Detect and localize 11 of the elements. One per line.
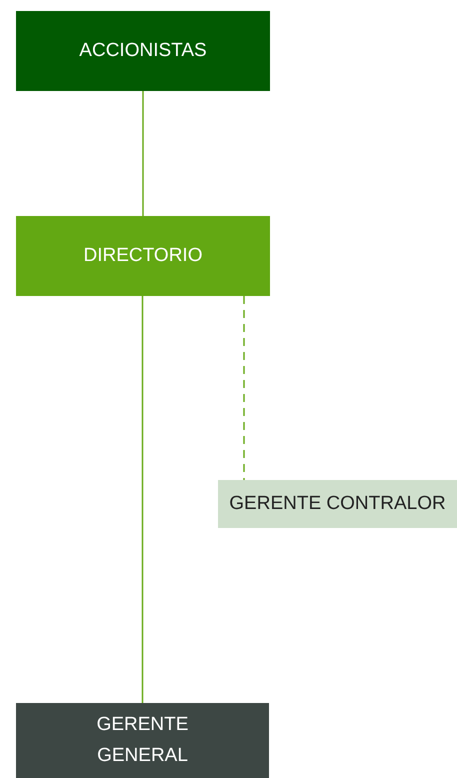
box-label: GERENTE CONTRALOR (229, 492, 446, 516)
org-box (16, 216, 270, 296)
box-label: ACCIONISTAS (79, 38, 207, 63)
connector-line (243, 296, 245, 480)
org-box (16, 703, 269, 778)
org-box (218, 480, 457, 528)
box-label: GERENTE GENERAL (96, 713, 190, 768)
org-box (16, 11, 270, 91)
connector-line (142, 91, 144, 216)
box-label: DIRECTORIO (84, 244, 202, 268)
connector-line (142, 296, 144, 703)
